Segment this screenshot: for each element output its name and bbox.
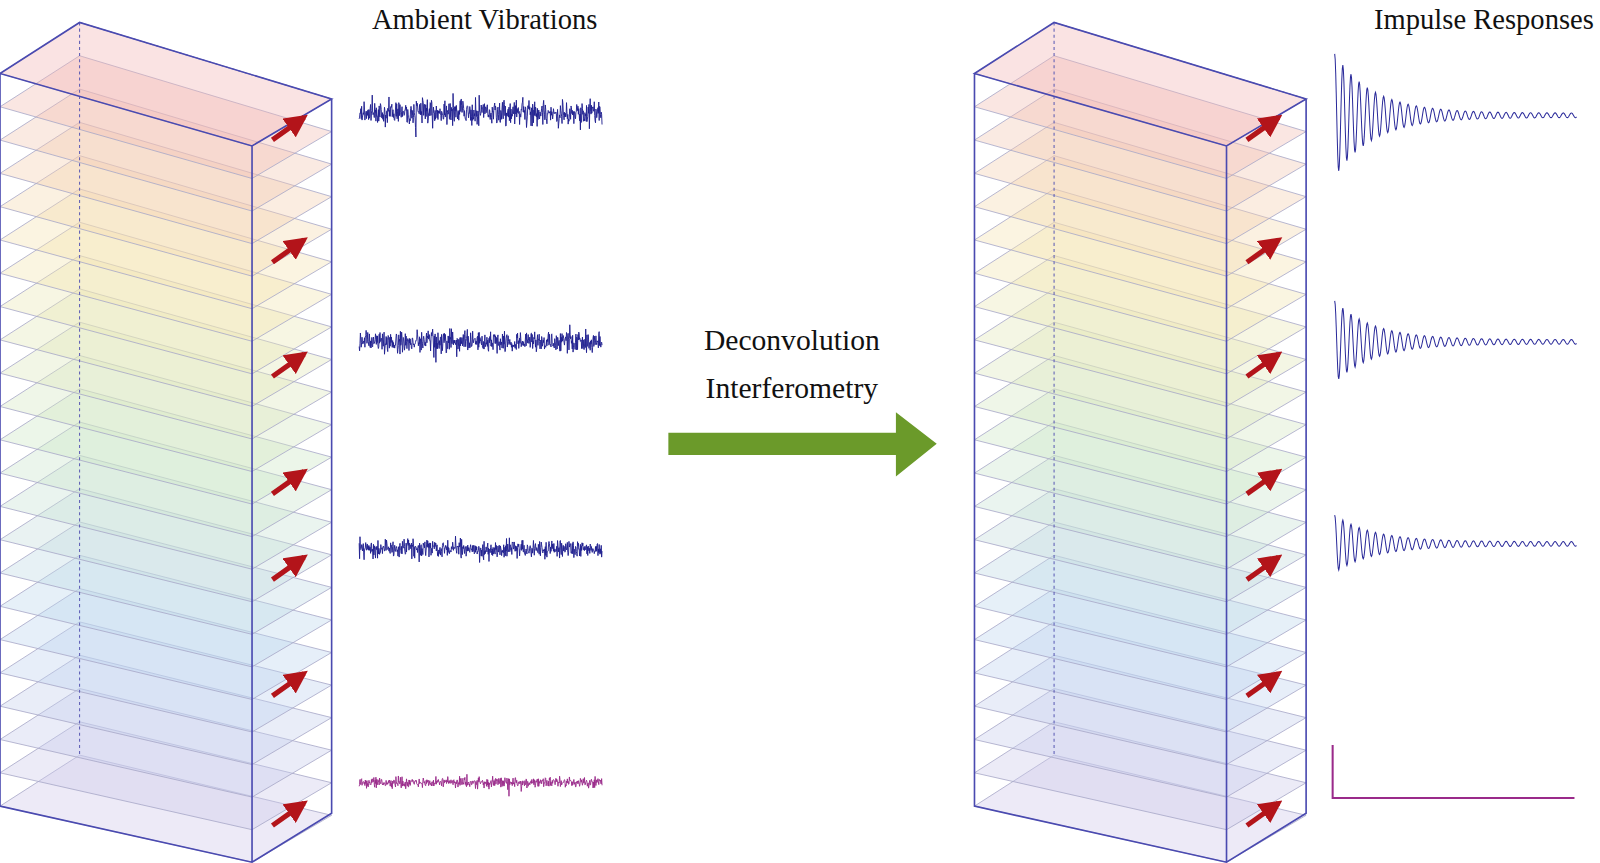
sensor-arrow xyxy=(1247,354,1279,376)
panel-title: Impulse Responses xyxy=(1288,2,1594,36)
sensor-arrow xyxy=(272,240,304,262)
sensor-arrow xyxy=(272,117,304,139)
sensor-arrow xyxy=(272,557,304,579)
ambient-signal xyxy=(359,325,602,363)
building-outline xyxy=(0,22,332,862)
sensor-arrow xyxy=(1247,117,1279,139)
impulse-response xyxy=(1335,515,1577,570)
building-right xyxy=(974,22,1306,862)
sensor-arrow xyxy=(1247,240,1279,262)
sensor-arrow xyxy=(272,803,304,825)
impulse-response xyxy=(1335,301,1577,379)
ambient-signal xyxy=(359,93,602,137)
sensor-arrow xyxy=(1247,557,1279,579)
sensor-arrow xyxy=(272,673,304,695)
back-edge xyxy=(79,22,80,755)
process-arrow xyxy=(668,412,936,476)
building-outline xyxy=(974,22,1306,862)
panel-title: Ambient Vibrations xyxy=(327,2,643,36)
sensor-arrow xyxy=(1247,673,1279,695)
sensor-arrow xyxy=(272,354,304,376)
impulse-response xyxy=(1335,54,1577,171)
sensor-arrow xyxy=(272,471,304,493)
sensor-arrow xyxy=(1247,471,1279,493)
ambient-signal xyxy=(359,536,602,562)
signals xyxy=(359,54,1576,798)
process-label: Deconvolution Interferometry xyxy=(661,316,922,412)
sensor-arrow xyxy=(1247,803,1279,825)
building-left xyxy=(0,22,332,862)
impulse-spike xyxy=(1333,745,1575,798)
back-edge xyxy=(1054,22,1055,755)
ambient-signal xyxy=(359,774,602,796)
